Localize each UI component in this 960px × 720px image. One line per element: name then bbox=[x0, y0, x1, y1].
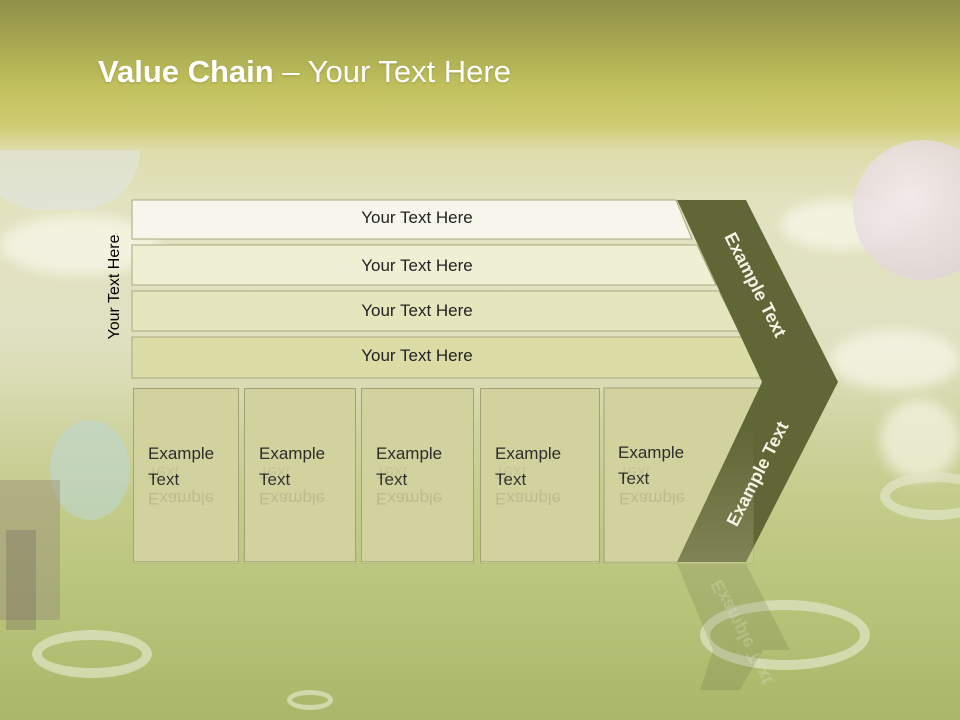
balloon bbox=[50, 420, 130, 520]
tire bbox=[880, 472, 960, 520]
tire bbox=[287, 690, 333, 710]
tire bbox=[32, 630, 152, 678]
building bbox=[0, 480, 60, 620]
balloon bbox=[853, 140, 960, 280]
chevron-reflection bbox=[677, 564, 790, 690]
title-rest: – Your Text Here bbox=[273, 54, 511, 89]
row-2-shape bbox=[131, 244, 717, 286]
row-1-label: Your Text Here bbox=[361, 208, 473, 227]
building bbox=[6, 530, 36, 630]
row-1-shape bbox=[131, 199, 693, 240]
chevron-arrow bbox=[677, 200, 838, 562]
cloud bbox=[880, 400, 960, 480]
row-3-label: Your Text Here bbox=[361, 301, 473, 320]
row-2-label: Your Text Here bbox=[361, 256, 473, 275]
cloud bbox=[830, 330, 960, 390]
page-title: Value Chain – Your Text Here bbox=[98, 54, 511, 90]
row-4-label: Your Text Here bbox=[361, 346, 473, 365]
tire bbox=[700, 600, 870, 670]
title-bold: Value Chain bbox=[98, 54, 274, 89]
